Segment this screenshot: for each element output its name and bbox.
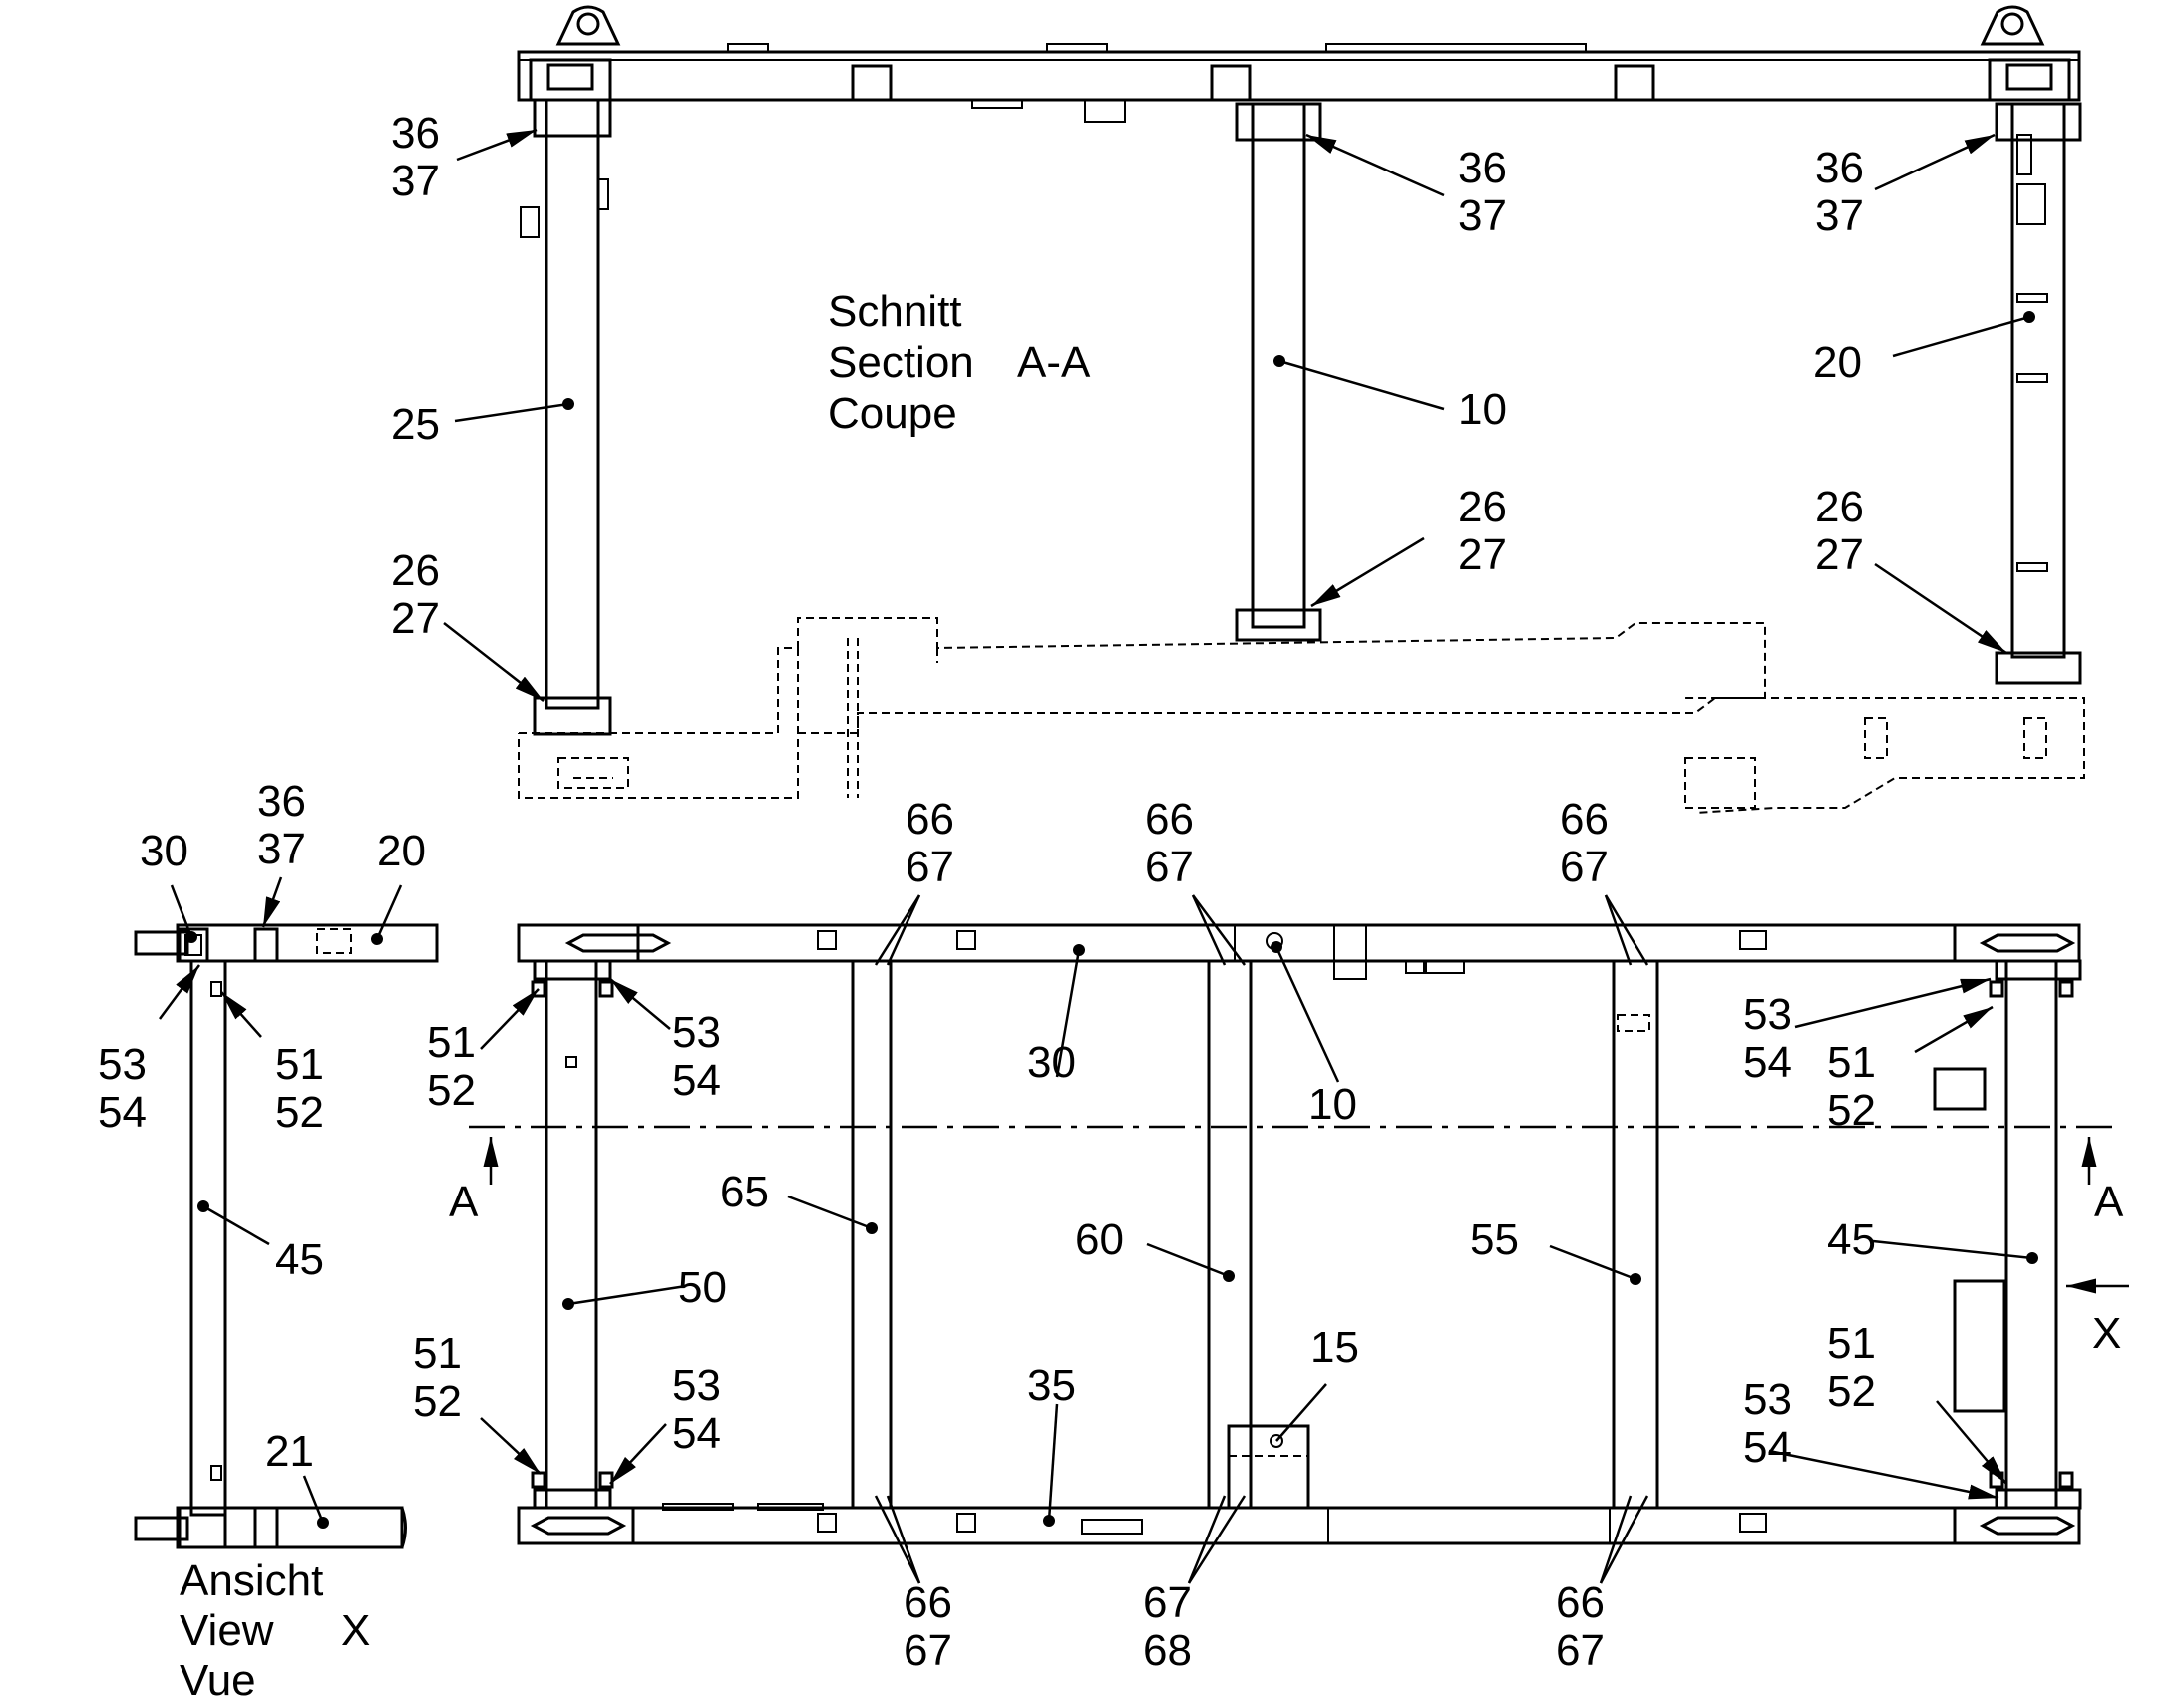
callout-54: 54 [1743,1038,1792,1087]
view-caption-line-2: View [180,1606,274,1655]
callout-60: 60 [1075,1215,1124,1264]
callout-37: 37 [1458,191,1507,240]
view-caption-line-3: Vue [180,1656,256,1705]
section-title: Schnitt Section A-A Coupe [828,287,1091,438]
callout-45: 45 [1827,1215,1876,1264]
section-marker-left: A [449,1178,479,1226]
callout-65: 65 [720,1168,769,1216]
callout-35: 35 [1027,1361,1076,1410]
callout-66: 66 [1560,795,1609,844]
view-caption-line-1: Ansicht [180,1556,323,1605]
callout-36: 36 [1815,144,1864,192]
callout-51: 51 [1827,1319,1876,1368]
section-title-line-2: Section [828,338,974,387]
callout-52: 52 [413,1377,462,1426]
callout-37: 37 [391,157,440,205]
section-marker-right: A [2094,1178,2124,1226]
callout-20: 20 [1813,338,1862,387]
plan-leaders [480,894,2038,1584]
callout-67: 67 [904,1626,952,1675]
callout-67: 67 [1145,843,1194,891]
callout-37: 37 [257,825,306,873]
callout-53: 53 [1743,1375,1792,1424]
callout-26: 26 [1458,483,1507,531]
callout-67: 67 [906,843,954,891]
callout-51: 51 [1827,1038,1876,1087]
callout-67: 67 [1560,843,1609,891]
callout-10: 10 [1308,1080,1357,1129]
callout-66: 66 [906,795,954,844]
callout-15: 15 [1310,1323,1359,1372]
callout-53: 53 [672,1361,721,1410]
callout-30: 30 [140,827,188,875]
callout-36: 36 [257,777,306,826]
callout-52: 52 [1827,1367,1876,1416]
view-marker: X [2092,1309,2121,1358]
callout-53: 53 [1743,990,1792,1039]
callout-27: 27 [391,594,440,643]
view-x-callouts: 30 36 37 20 53 54 51 52 45 21 Ansicht Vi… [98,777,426,1705]
callout-26: 26 [1815,483,1864,531]
section-title-line-1: Schnitt [828,287,962,336]
callout-26: 26 [391,546,440,595]
callout-52: 52 [275,1088,324,1137]
callout-36: 36 [391,109,440,158]
section-title-id: A-A [1017,338,1091,387]
callout-36: 36 [1458,144,1507,192]
callout-30: 30 [1027,1038,1076,1087]
callout-52: 52 [427,1066,476,1115]
callout-66: 66 [904,1578,952,1627]
callout-54: 54 [672,1409,721,1458]
callout-50: 50 [678,1263,727,1312]
view-caption-id: X [341,1606,370,1655]
lifting-eye-left [555,5,621,46]
callout-55: 55 [1470,1215,1519,1264]
callout-21: 21 [265,1427,314,1476]
callout-51: 51 [413,1329,462,1378]
callout-68: 68 [1143,1626,1192,1675]
callout-51: 51 [427,1018,476,1067]
callout-27: 27 [1458,530,1507,579]
callout-66: 66 [1556,1578,1605,1627]
callout-27: 27 [1815,530,1864,579]
view-x-leaders [158,876,403,1529]
callout-66: 66 [1145,795,1194,844]
plan-view [469,923,2114,1545]
callout-67: 67 [1556,1626,1605,1675]
callout-20: 20 [377,827,426,875]
callout-37: 37 [1815,191,1864,240]
section-markers: A A X [449,1137,2129,1358]
callout-54: 54 [672,1056,721,1105]
callout-53: 53 [98,1040,147,1089]
callout-67: 67 [1143,1578,1192,1627]
lifting-eye-right [1980,5,2045,46]
view-x [134,923,439,1549]
callout-10: 10 [1458,385,1507,434]
callout-53: 53 [672,1008,721,1057]
callout-54: 54 [1743,1423,1792,1472]
callout-45: 45 [275,1235,324,1284]
plan-callouts: 66 67 66 67 66 67 30 10 51 52 53 54 53 5… [413,795,1876,1675]
callout-25: 25 [391,400,440,449]
section-view [517,5,2085,814]
callout-54: 54 [98,1088,147,1137]
callout-52: 52 [1827,1086,1876,1135]
section-title-line-3: Coupe [828,389,957,438]
callout-51: 51 [275,1040,324,1089]
section-leaders [443,128,2035,702]
section-callouts: 36 37 36 37 36 37 25 10 20 26 27 26 27 2… [391,109,1864,643]
